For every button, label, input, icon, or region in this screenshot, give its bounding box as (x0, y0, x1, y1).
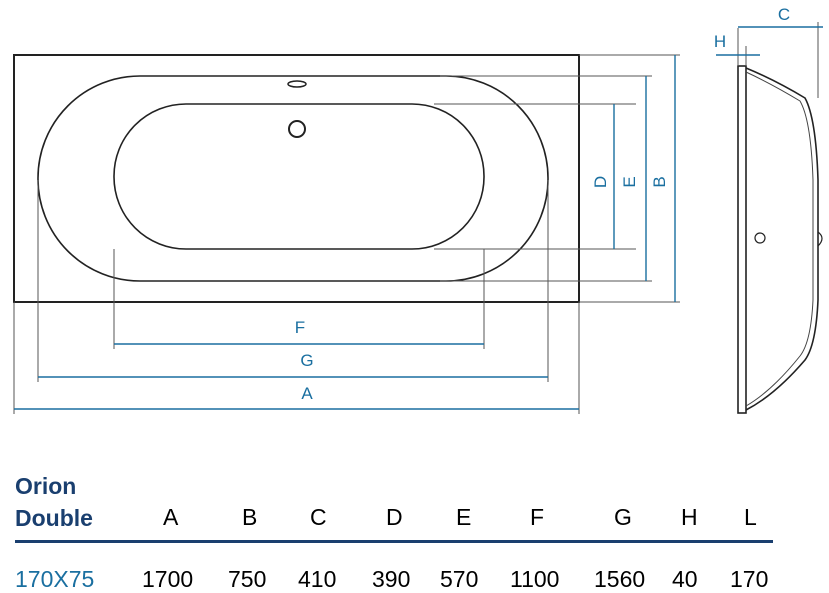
side-profile-inner (745, 71, 814, 407)
value-h: 40 (672, 566, 698, 592)
dim-f-label: F (295, 318, 305, 337)
spec-table: Orion Double A B C D E F G H L 170X75 17… (0, 466, 829, 592)
header-f: F (530, 504, 545, 530)
tub-outer-bowl (37, 75, 549, 282)
header-rule (15, 540, 773, 543)
overflow-icon (287, 80, 307, 88)
dim-c-label: C (778, 5, 790, 24)
header-e: E (456, 504, 472, 530)
side-rim (737, 65, 747, 414)
header-l: L (744, 504, 757, 530)
value-b: 750 (228, 566, 267, 592)
model-size: 170X75 (15, 566, 95, 592)
value-l: 170 (730, 566, 769, 592)
value-g: 1560 (594, 566, 646, 592)
value-d: 390 (372, 566, 411, 592)
product-name: Orion Double (15, 470, 93, 534)
header-b: B (242, 504, 258, 530)
header-g: G (614, 504, 632, 530)
tub-inner-bowl (113, 103, 485, 250)
header-h: H (681, 504, 698, 530)
value-f: 1100 (510, 566, 560, 592)
side-overflow-icon (754, 232, 766, 244)
value-a: 1700 (142, 566, 194, 592)
bathtub-diagram: F G A D E B C H (13, 5, 823, 414)
tub-outer-rim (13, 54, 580, 303)
drain-icon (288, 120, 306, 138)
dim-d-label: D (591, 176, 610, 188)
dim-e-label: E (620, 176, 639, 187)
side-drain-icon (817, 231, 823, 247)
product-name-line1: Orion (15, 473, 77, 499)
dim-b-label: B (650, 176, 669, 187)
product-name-line2: Double (15, 505, 93, 531)
dim-g-label: G (300, 351, 313, 370)
header-c: C (310, 504, 327, 530)
header-a: A (163, 504, 179, 530)
value-c: 410 (298, 566, 337, 592)
dim-a-label: A (301, 384, 313, 403)
value-e: 570 (440, 566, 479, 592)
side-profile (745, 67, 819, 411)
header-d: D (386, 504, 403, 530)
dim-h-label: H (714, 32, 726, 51)
